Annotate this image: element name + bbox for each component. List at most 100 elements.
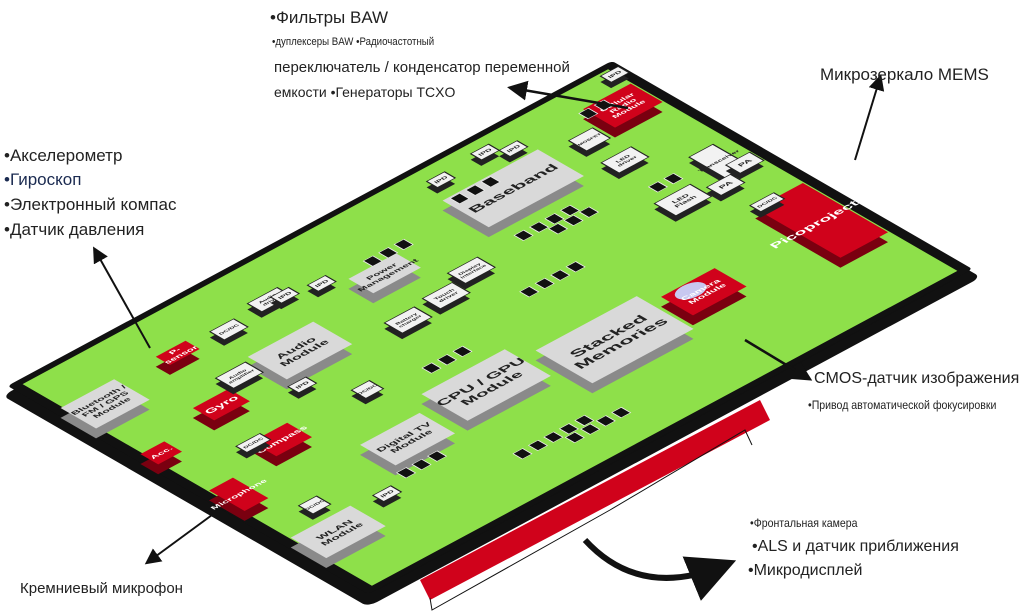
autofocus-label: •Привод автоматической фокусировки	[808, 398, 997, 412]
passive-component	[574, 414, 595, 427]
baw-duplexers-label: •дуплексеры BAW •Радиочастотный	[272, 36, 435, 48]
component-body	[425, 171, 457, 189]
component-body	[469, 143, 501, 161]
component-camera-module: CameraModule	[660, 268, 747, 326]
front-camera-label: •Фронтальная камера	[750, 516, 858, 530]
component-body	[251, 422, 313, 457]
component-body	[214, 361, 265, 389]
camera-lens-icon	[674, 282, 707, 300]
component-gyro: Gyro	[192, 388, 250, 431]
als-proximity-label: •ALS и датчик приближения	[752, 538, 959, 555]
component-label: IPD	[607, 70, 623, 79]
gyroscope-label: •Гироскоп	[4, 170, 82, 189]
component-ipd: IPD	[371, 485, 403, 508]
component-ipd: IPD	[286, 376, 318, 399]
passive-component	[449, 192, 470, 205]
component-label: IPD	[433, 175, 449, 184]
component-acc: Acc.	[140, 441, 182, 475]
component-led-driver: LEDdriver	[600, 146, 650, 179]
component-battery-charger: Batterycharger	[383, 306, 433, 340]
passive-component	[663, 172, 684, 185]
component-body	[421, 281, 471, 310]
passive-component	[595, 415, 616, 427]
component-body	[371, 485, 403, 503]
passive-component	[578, 206, 600, 218]
passive-component	[513, 229, 534, 242]
component-ipd: IPD	[599, 65, 630, 89]
component-ipd: IPD	[498, 140, 529, 163]
component-body	[599, 65, 630, 83]
component-body	[350, 380, 385, 399]
passive-component	[543, 431, 564, 443]
arrow-mems	[854, 74, 885, 161]
component-dc-dc: DC/DC	[350, 380, 385, 405]
passive-component	[563, 214, 584, 227]
passive-component	[512, 448, 533, 460]
passive-component	[544, 213, 565, 225]
passive-component	[362, 255, 383, 267]
component-body	[306, 274, 337, 292]
bracket-edge	[429, 429, 753, 611]
component-body	[348, 253, 421, 294]
component-dc-dc: DC/DC	[748, 192, 786, 218]
component-body	[209, 477, 269, 511]
component-label: IPD	[314, 279, 330, 288]
component-body	[446, 256, 496, 284]
passive-component	[550, 269, 571, 281]
passive-component	[528, 221, 550, 233]
circuit-board	[9, 61, 971, 594]
component-dc-dc: DC/DC	[208, 318, 249, 346]
component-led-flash: LEDFlash	[653, 183, 713, 222]
passive-component	[395, 467, 417, 479]
arrow-baw	[507, 80, 629, 110]
passive-component	[480, 176, 501, 188]
component-label: IPD	[506, 144, 522, 153]
component-dc-dc: DC/DC	[297, 495, 332, 520]
component-body	[235, 432, 272, 453]
microdisplay-label: •Микродисплей	[748, 562, 863, 579]
component-side	[155, 350, 200, 375]
component-body	[208, 318, 249, 341]
passive-component	[378, 247, 399, 259]
component-body	[535, 296, 694, 384]
component-body	[583, 83, 663, 128]
component-ipd: IPD	[306, 274, 337, 298]
component-body	[297, 495, 332, 515]
passive-component	[578, 107, 599, 120]
compass-label: •Электронный компас	[4, 195, 177, 214]
passive-component	[647, 181, 669, 193]
component-picoprojector: Picoprojector	[755, 182, 889, 268]
passive-component	[527, 439, 549, 452]
component-body	[60, 379, 150, 429]
component-touch-driver: Touchdriver	[421, 281, 471, 315]
passive-component	[534, 277, 555, 290]
component-bluetooth-fm-gps-module: Bluetooth /FM / GPSModule	[60, 379, 150, 439]
arrow-sensors	[93, 246, 151, 349]
component-label: PA	[736, 158, 754, 168]
component-body	[653, 183, 713, 217]
tcxo-label: емкости •Генераторы TCXO	[274, 84, 456, 100]
component-body	[383, 306, 433, 334]
component-microphone: Microphone	[209, 477, 269, 521]
baw-filters-label: •Фильтры BAW	[270, 8, 389, 27]
component-label: PA	[717, 180, 735, 190]
component-label: IPD	[277, 291, 293, 300]
component-dc-dc: DC/DC	[235, 432, 272, 459]
component-body	[360, 412, 456, 466]
component-wlan-module: WLANModule	[290, 505, 386, 569]
component-body	[724, 151, 765, 174]
component-body	[140, 441, 182, 465]
passive-component	[421, 362, 442, 374]
component-body	[155, 340, 200, 365]
component-display-interface: Displayinterface	[446, 256, 496, 290]
passive-component	[559, 204, 581, 217]
component-audio-amplifier: Audioamplifier	[214, 361, 265, 395]
component-ipd: IPD	[469, 143, 501, 166]
component-body	[748, 192, 786, 213]
component-audio-module: AudioModule	[247, 321, 353, 390]
pressure-sensor-label: •Датчик давления	[4, 220, 145, 239]
component-p-sensor: P-sensor	[155, 340, 200, 375]
component-label: IPD	[295, 381, 311, 390]
arrow-cmos	[744, 338, 813, 381]
passive-component	[426, 450, 448, 462]
